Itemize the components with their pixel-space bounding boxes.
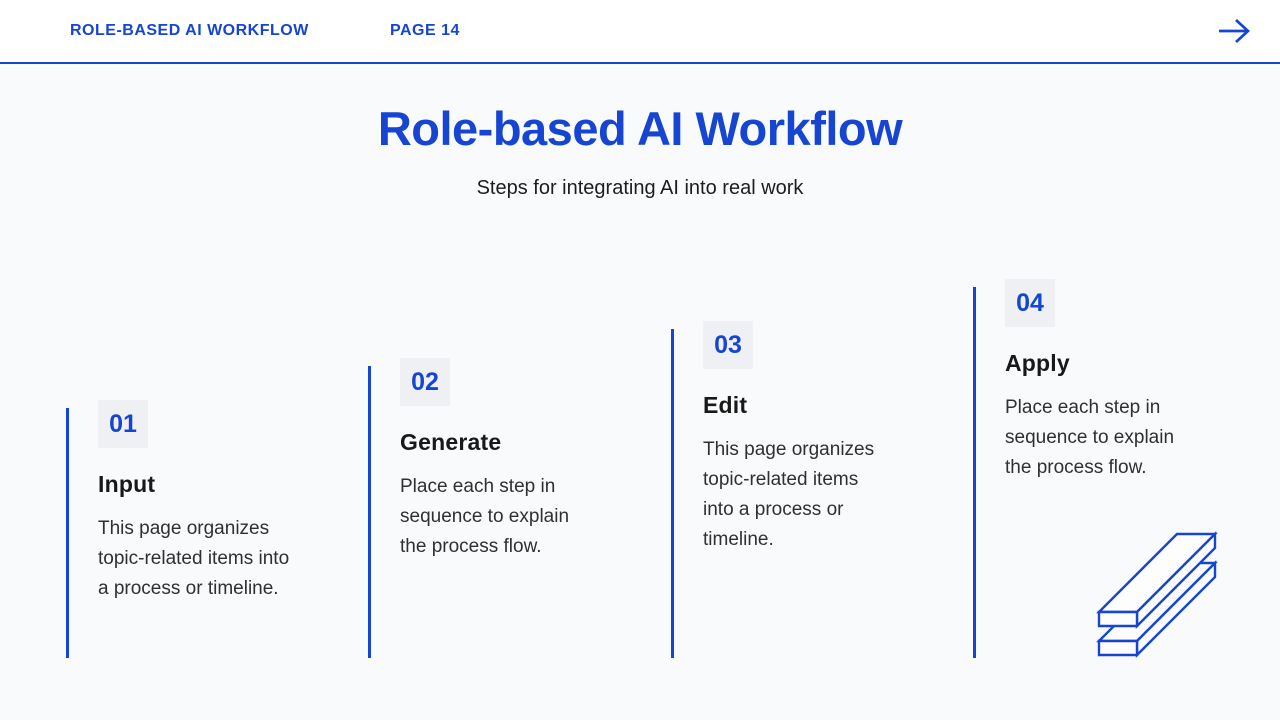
step-number: 03: [714, 330, 742, 359]
step-item-edit: 03 Edit This page organizes topic-relate…: [671, 321, 888, 658]
step-number-badge: 04: [1005, 279, 1055, 327]
step-description: Place each step in sequence to explain t…: [400, 476, 570, 557]
step-number-badge: 02: [400, 358, 450, 406]
step-description: This page organizes topic-related items …: [703, 439, 875, 550]
step-item-generate: 02 Generate Place each step in sequence …: [368, 358, 585, 658]
header-page-label: PAGE 14: [390, 22, 460, 39]
step-number-badge: 03: [703, 321, 753, 369]
header-brand: ROLE-BASED AI WORKFLOW: [70, 22, 309, 39]
step-divider-line: [66, 408, 69, 658]
step-title: Apply: [1005, 350, 1070, 376]
step-number-badge: 01: [98, 400, 148, 448]
step-divider-line: [973, 287, 976, 658]
slide-title: Role-based AI Workflow: [377, 102, 903, 155]
arrow-right-icon: [1219, 19, 1250, 43]
step-number: 02: [411, 367, 439, 396]
step-item-input: 01 Input This page organizes topic-relat…: [66, 400, 296, 658]
step-number: 04: [1016, 288, 1044, 317]
step-title: Generate: [400, 429, 502, 455]
stacked-layers-icon: [1096, 531, 1218, 658]
step-description: Place each step in sequence to explain t…: [1005, 397, 1175, 478]
step-divider-line: [671, 329, 674, 658]
step-title: Input: [98, 471, 156, 497]
step-item-apply: 04 Apply Place each step in sequence to …: [973, 279, 1190, 658]
slide-header: ROLE-BASED AI WORKFLOW PAGE 14: [0, 0, 1280, 64]
step-title: Edit: [703, 392, 748, 418]
next-slide-button[interactable]: [1214, 14, 1254, 48]
step-number: 01: [109, 409, 137, 438]
step-description: This page organizes topic-related items …: [98, 518, 290, 599]
slide-subtitle: Steps for integrating AI into real work: [476, 177, 804, 199]
step-divider-line: [368, 366, 371, 658]
